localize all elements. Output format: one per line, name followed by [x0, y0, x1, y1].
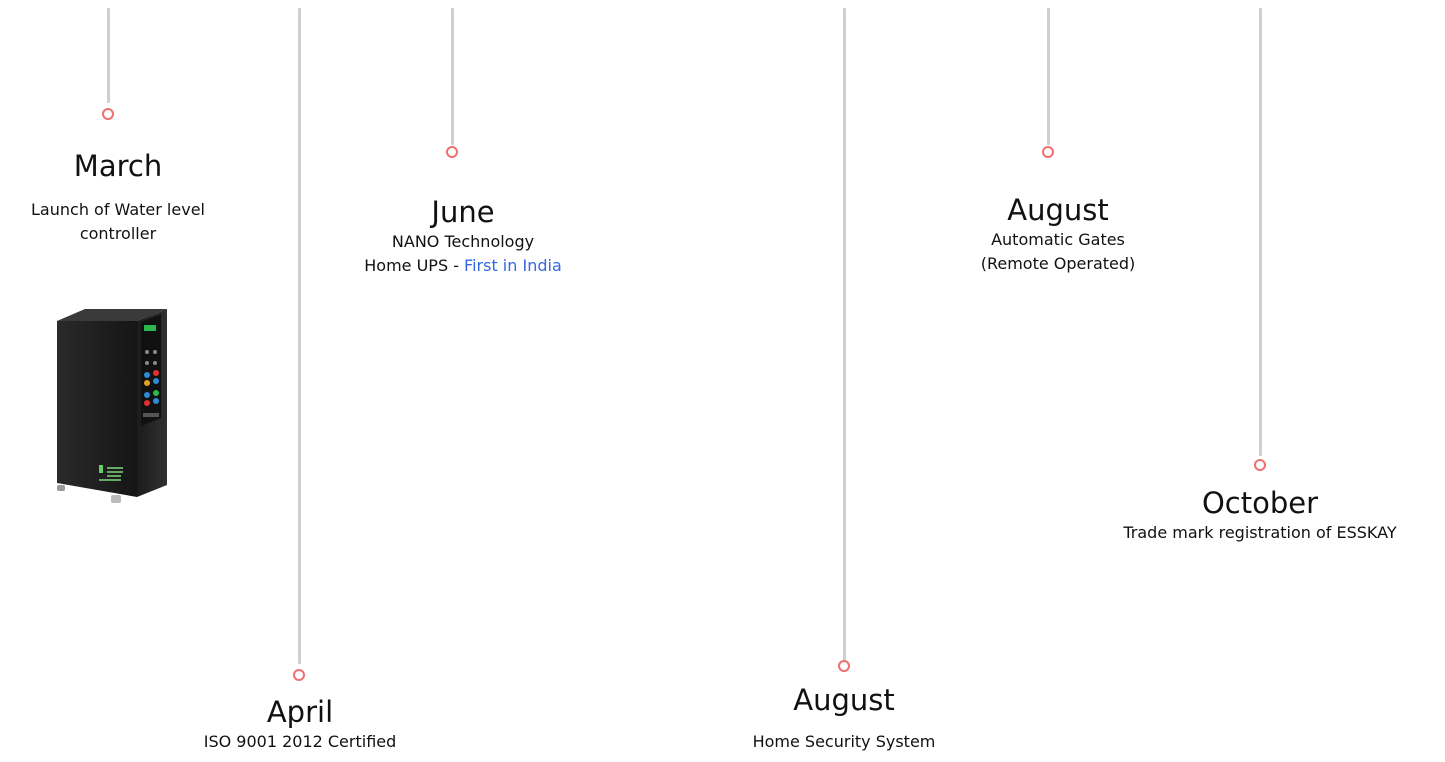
timeline-node-june [446, 146, 458, 158]
milestone-description-line: ISO 9001 2012 Certified [203, 732, 397, 751]
milestone-april: April ISO 9001 2012 Certified [150, 694, 450, 754]
timeline-line-october [1259, 8, 1262, 456]
milestone-month: October [1201, 486, 1319, 520]
timeline-node-october [1254, 459, 1266, 471]
milestone-description-line: controller [79, 224, 157, 243]
milestone-march: March Launch of Water level controller [0, 148, 236, 246]
milestone-description-line: NANO Technology [391, 232, 535, 251]
timeline-node-august-security [838, 660, 850, 672]
timeline-line-june [451, 8, 454, 145]
milestone-description-line: (Remote Operated) [980, 254, 1136, 273]
milestone-month: March [73, 149, 163, 183]
milestone-month: August [793, 683, 895, 717]
milestone-description: Automatic Gates (Remote Operated) [908, 228, 1208, 276]
milestone-description-line: Home Security System [752, 732, 936, 751]
milestone-description-line: Automatic Gates [991, 230, 1125, 249]
milestone-month: August [1007, 193, 1109, 227]
milestone-description-line: Trade mark registration of ESSKAY [1123, 523, 1397, 542]
milestone-description-line: Launch of Water level [31, 200, 205, 219]
first-in-india-highlight: First in India [464, 256, 562, 275]
ups-cabinet-icon [55, 307, 167, 507]
timeline-line-march [107, 8, 110, 103]
milestone-month: April [266, 695, 334, 729]
milestone-description: Launch of Water level controller [0, 198, 236, 246]
milestone-description-line: Home UPS - First in India [313, 254, 613, 278]
timeline-node-august-gates [1042, 146, 1054, 158]
timeline-line-april [298, 8, 301, 664]
timeline-node-april [293, 669, 305, 681]
timeline-line-august-security [843, 8, 846, 663]
milestone-june: June NANO Technology Home UPS - First in… [313, 194, 613, 278]
milestone-month: June [431, 195, 495, 229]
milestone-description: NANO Technology Home UPS - First in Indi… [313, 230, 613, 278]
milestone-description-prefix: Home UPS - [364, 256, 465, 275]
milestone-august-gates: August Automatic Gates (Remote Operated) [908, 192, 1208, 276]
milestone-october: October Trade mark registration of ESSKA… [1080, 485, 1440, 545]
timeline-node-march [102, 108, 114, 120]
milestone-august-security: August Home Security System [694, 682, 994, 754]
timeline-line-august-gates [1047, 8, 1050, 145]
